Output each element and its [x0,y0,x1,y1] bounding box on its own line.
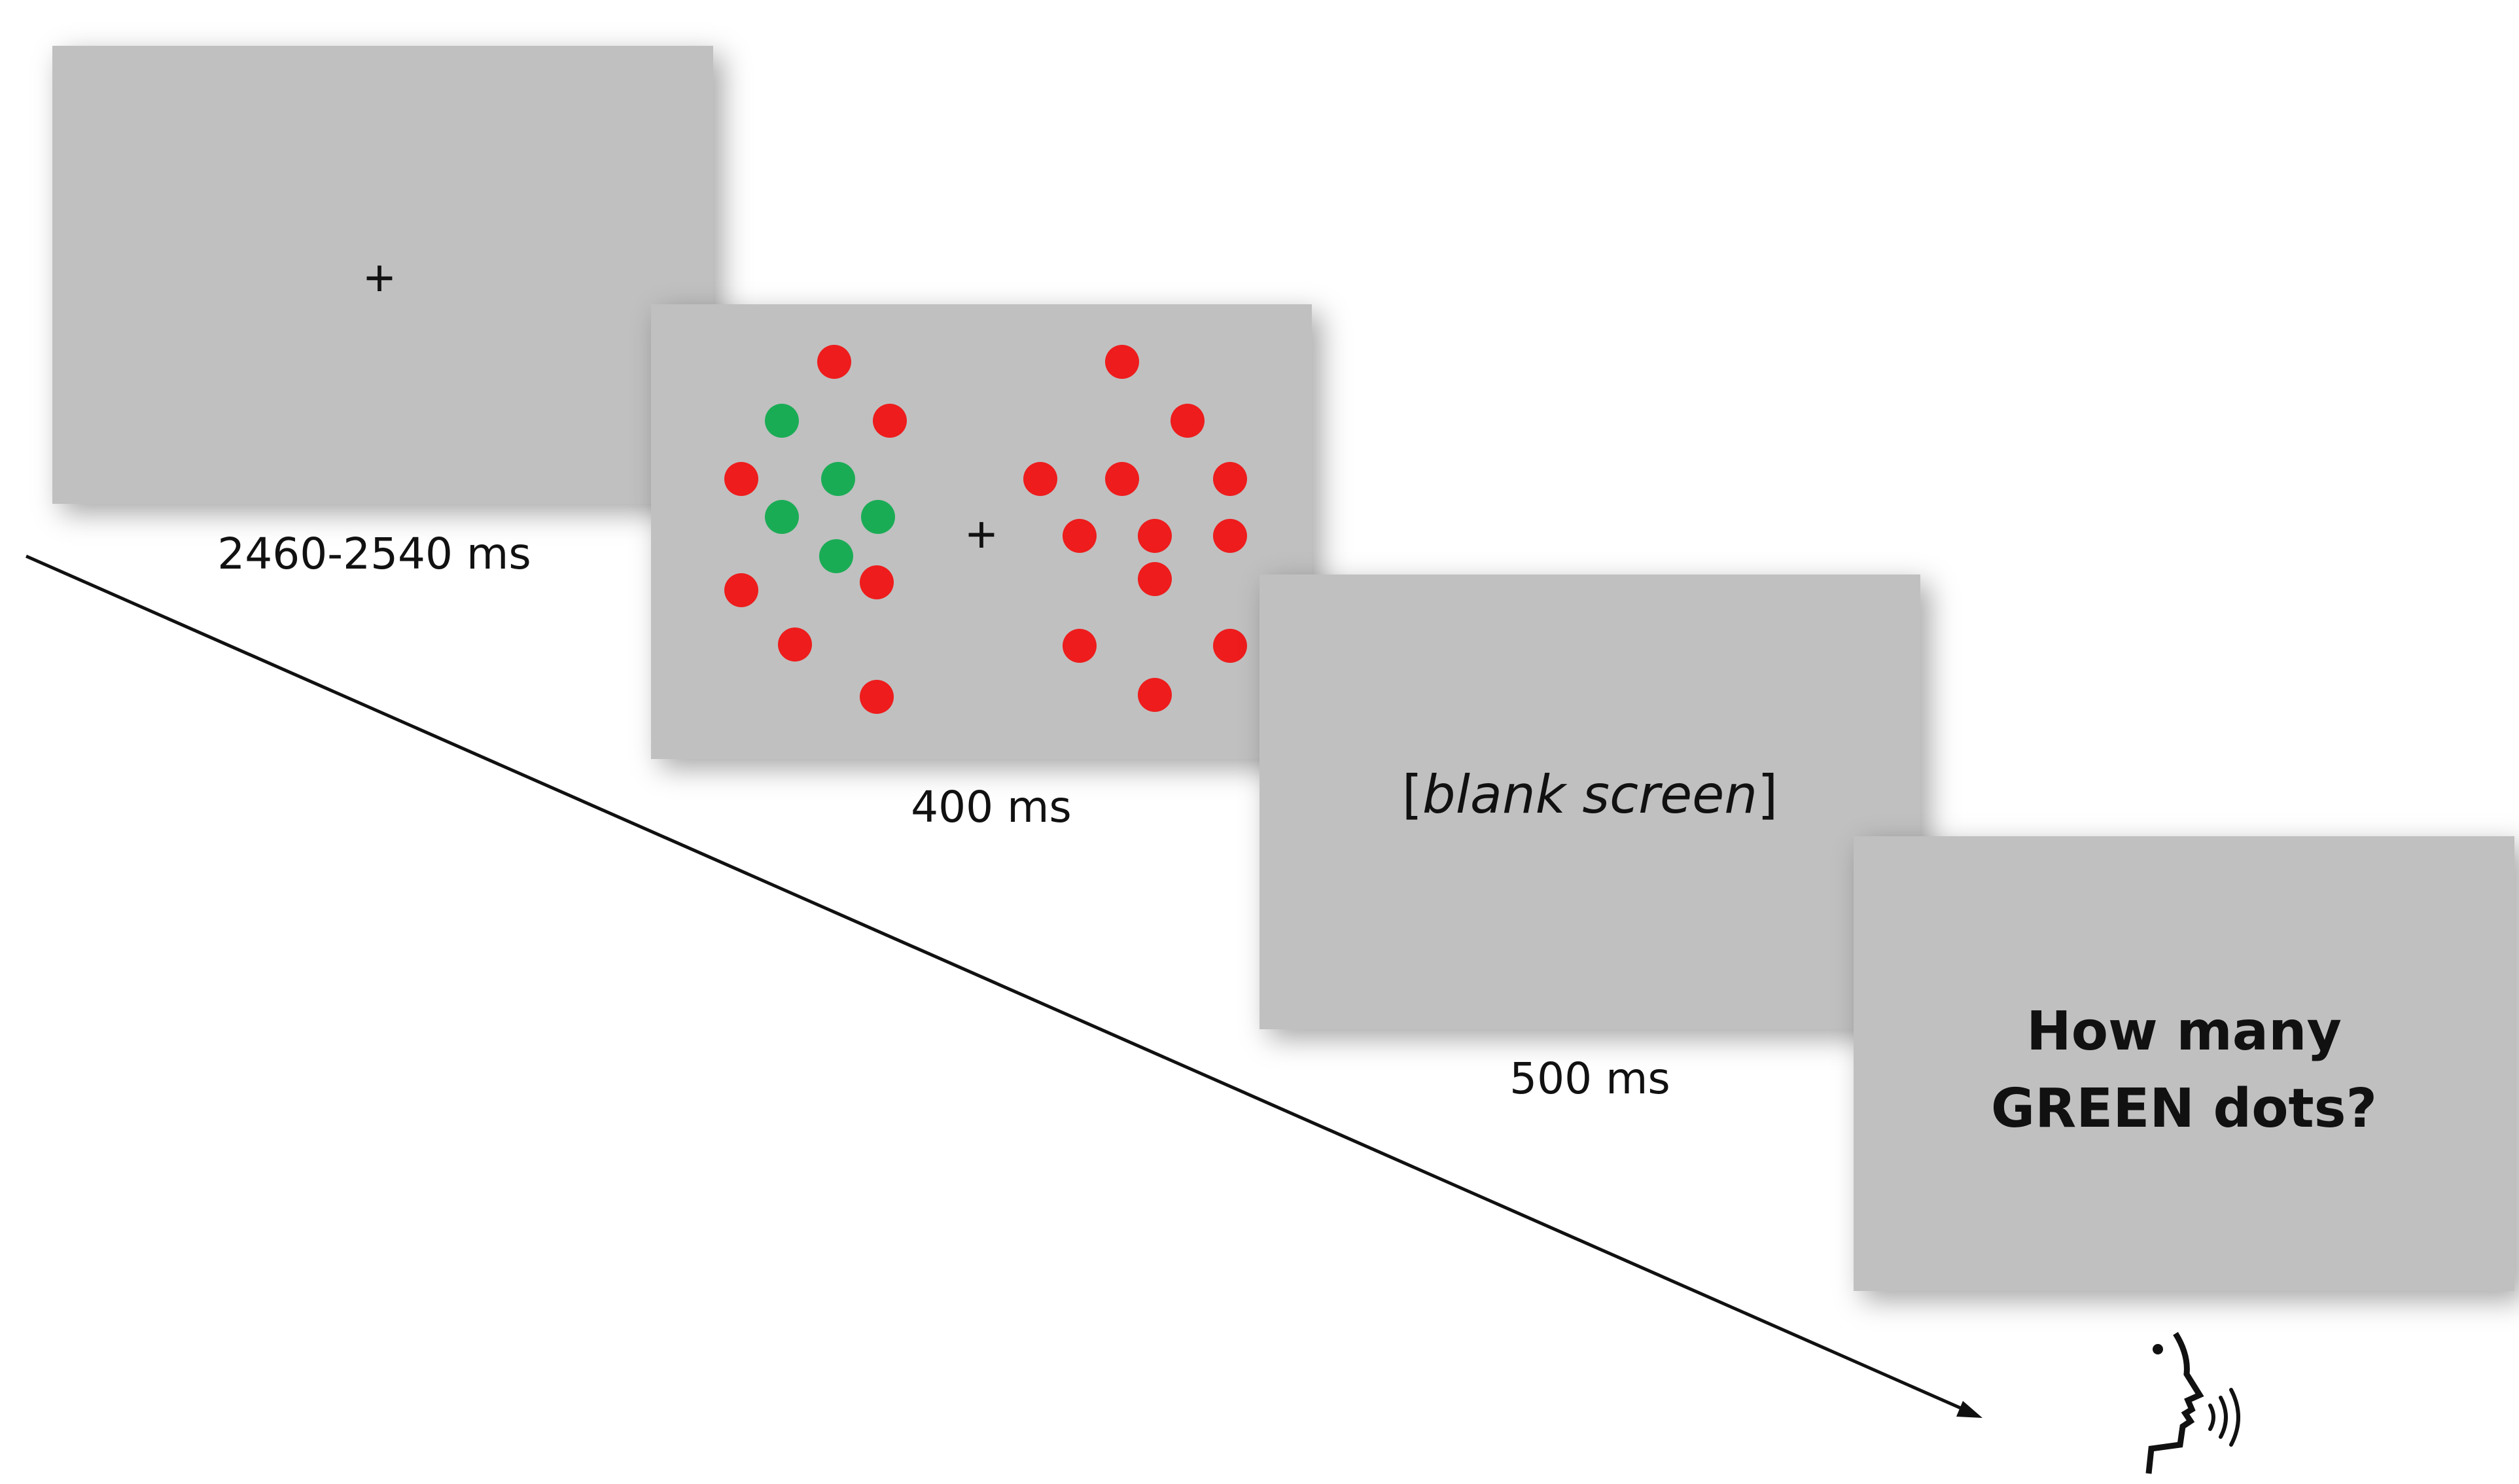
fixation-cross: + [364,249,395,307]
red-dot [1063,629,1097,663]
fixation-screen: + [52,46,713,504]
speaking-head-icon [2145,1332,2240,1474]
green-dot [765,404,799,438]
bracket-open: [ [1401,764,1422,825]
red-dot [1023,462,1057,496]
blank-duration-label: 500 ms [1509,1053,1670,1104]
question-line-2: GREEN dots? [1990,1078,2378,1140]
red-dot [1213,519,1247,553]
red-dot [1213,462,1247,496]
blank-screen: [blank screen] [1260,574,1920,1029]
red-dot [1213,629,1247,663]
question-text: How many GREEN dots? [1854,993,2514,1148]
red-dot [724,573,758,607]
dots-duration-label: 400 ms [911,782,1072,832]
red-dot [1105,345,1139,379]
question-line-1: How many [2026,1000,2342,1063]
red-dot [1105,462,1139,496]
blank-screen-text: blank screen [1422,764,1758,825]
red-dot [778,627,812,662]
red-dot [860,680,894,714]
dots-screen: + [651,304,1312,759]
red-dot [873,404,907,438]
red-dot [724,462,758,496]
time-arrow-head [1956,1401,1982,1418]
blank-screen-label: [blank screen] [1260,764,1920,825]
red-dot [817,345,851,379]
red-dot [1063,519,1097,553]
red-dot [1138,519,1172,553]
green-dot [821,462,855,496]
bracket-close: ] [1757,764,1778,825]
red-dot [1171,404,1205,438]
question-screen: How many GREEN dots? [1854,836,2514,1291]
red-dot [1138,562,1172,596]
green-dot [819,539,853,573]
red-dot [860,565,894,599]
dots-fixation-cross: + [966,505,997,563]
fixation-duration-label: 2460-2540 ms [217,529,531,579]
red-dot [1138,678,1172,712]
green-dot [765,500,799,534]
green-dot [861,500,895,534]
